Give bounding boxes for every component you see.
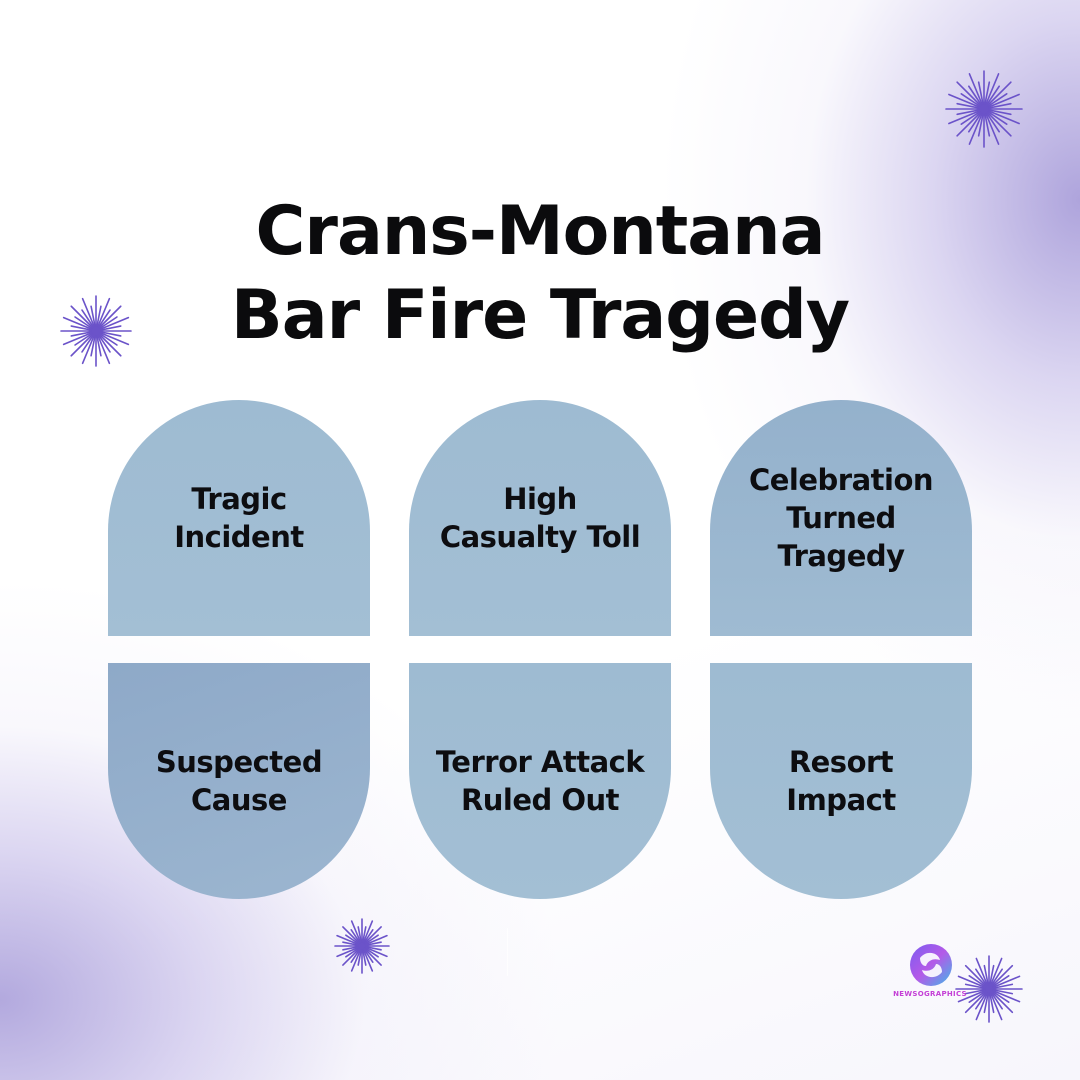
logo-text: NEWSOGRAPHICS [893, 990, 967, 998]
title-line-1: Crans-Montana [255, 192, 826, 271]
tile-label: Tragic Incident [174, 482, 304, 554]
newsographics-logo-icon [910, 944, 952, 986]
page-title: Crans-Montana Bar Fire Tragedy [0, 190, 1080, 358]
title-line-2: Bar Fire Tragedy [230, 276, 850, 355]
tile-label: Celebration Turned Tragedy [748, 463, 934, 573]
starburst-icon [945, 70, 1023, 148]
tile-label: High Casualty Toll [439, 482, 641, 554]
starburst-icon [334, 918, 390, 974]
starburst-icon [955, 955, 1023, 1023]
starburst-icon [60, 295, 132, 367]
divider [507, 928, 508, 976]
tile-label: Terror Attack Ruled Out [435, 745, 645, 817]
tile-terror-attack-ruled-out: Terror Attack Ruled Out [409, 663, 671, 899]
tile-celebration-turned-tragedy: Celebration Turned Tragedy [710, 400, 972, 636]
tile-resort-impact: Resort Impact [710, 663, 972, 899]
tile-tragic-incident: Tragic Incident [108, 400, 370, 636]
tile-high-casualty-toll: High Casualty Toll [409, 400, 671, 636]
tile-label: Suspected Cause [155, 745, 323, 817]
tile-suspected-cause: Suspected Cause [108, 663, 370, 899]
tile-label: Resort Impact [786, 745, 896, 817]
newsographics-logo: NEWSOGRAPHICS [890, 940, 970, 1010]
